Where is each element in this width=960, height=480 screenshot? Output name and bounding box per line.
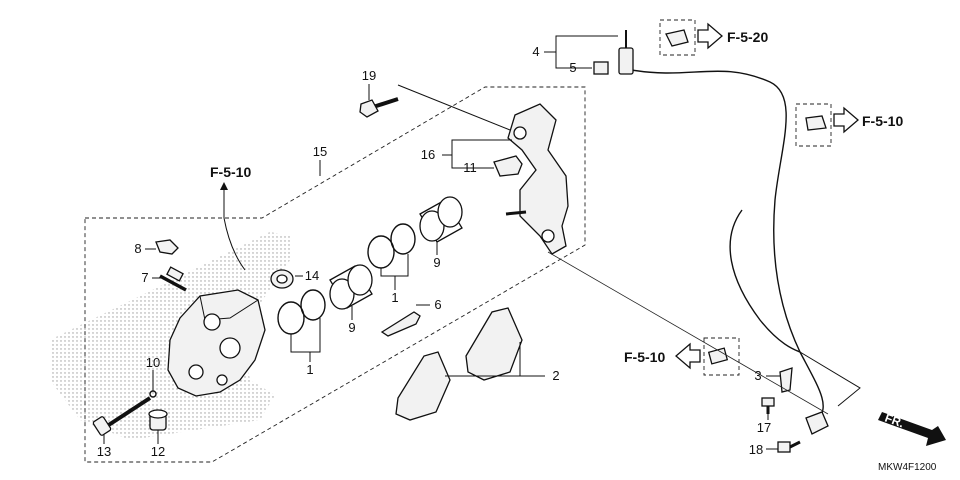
pin-bolt-part <box>92 396 152 436</box>
sensor-wire <box>631 69 824 421</box>
reference-arrow <box>697 22 723 50</box>
callout-label-2: 2 <box>552 368 559 383</box>
piston-seal-part <box>277 301 305 335</box>
brake-pad-part <box>395 307 523 421</box>
reference-label-f-5-10-left: F-5-10 <box>210 164 251 180</box>
sensor-bolt-part <box>761 397 775 414</box>
callout-label-16: 16 <box>421 147 435 162</box>
callout-label-9-lower: 9 <box>348 320 355 335</box>
pointer-arrow <box>220 182 228 190</box>
callout-label-10: 10 <box>146 355 160 370</box>
callout-label-6: 6 <box>434 297 441 312</box>
disc-shading <box>50 232 290 440</box>
reference-label-f-5-10-right: F-5-10 <box>862 113 903 129</box>
boot-part <box>270 269 294 289</box>
caliper-assembly-boundary <box>84 86 586 463</box>
bleeder-screw-part <box>159 266 187 292</box>
bleeder-cap-part <box>155 239 179 255</box>
reference-box <box>659 19 696 56</box>
callout-label-14: 13 <box>97 444 111 459</box>
callout-label-1-lower: 1 <box>306 362 313 377</box>
mounting-bolt-part <box>359 97 399 118</box>
caliper-body <box>167 289 266 397</box>
callout-label-4: 4 <box>532 44 539 59</box>
callout-label-11: 11 <box>463 160 477 175</box>
piston-part-upper <box>419 196 463 243</box>
wire-clip-part <box>665 29 689 47</box>
plug-part <box>148 409 168 431</box>
reference-label-f-5-20: F-5-20 <box>727 29 768 45</box>
front-direction-label: FR. <box>883 411 906 431</box>
piston-part <box>329 264 373 310</box>
caliper-bracket-part <box>505 103 569 255</box>
callout-label-19: 19 <box>362 68 376 83</box>
callout-label-9-upper: 9 <box>433 255 440 270</box>
wire-bracket-part <box>779 367 793 393</box>
callout-label-1-upper: 1 <box>391 290 398 305</box>
callout-label-18: 18 <box>749 442 763 457</box>
callout-label-8: 8 <box>134 241 141 256</box>
front-direction-arrow: FR. <box>878 411 946 446</box>
callout-label-15: 15 <box>313 144 327 159</box>
dust-seal-part <box>300 289 326 321</box>
piston-seal-part-upper <box>367 235 395 269</box>
sensor-connector-part <box>618 30 634 75</box>
dust-seal-part-upper <box>390 223 416 255</box>
reference-box <box>703 337 740 376</box>
reference-label-f-5-10-lower: F-5-10 <box>624 349 665 365</box>
wire-clip-part <box>707 347 729 365</box>
sensor-wire-branch <box>729 209 801 353</box>
sensor-mount-bolt-part <box>777 440 801 453</box>
reference-box <box>795 103 832 147</box>
connector-clip-part <box>593 61 609 75</box>
callout-label-3: 3 <box>754 368 761 383</box>
speed-sensor-part <box>805 411 829 435</box>
pad-spring-part <box>380 311 421 337</box>
pad-retainer-part <box>493 155 523 177</box>
callout-label-17: 17 <box>757 420 771 435</box>
diagram-code: MKW4F1200 <box>878 462 937 473</box>
wire-clip-part <box>805 115 827 131</box>
callout-label-12: 12 <box>151 444 165 459</box>
callout-label-5: 5 <box>569 60 576 75</box>
callout-label-13: 14 <box>305 268 319 283</box>
reference-arrow <box>675 342 701 370</box>
reference-arrow <box>833 106 859 134</box>
callout-label-7: 7 <box>141 270 148 285</box>
